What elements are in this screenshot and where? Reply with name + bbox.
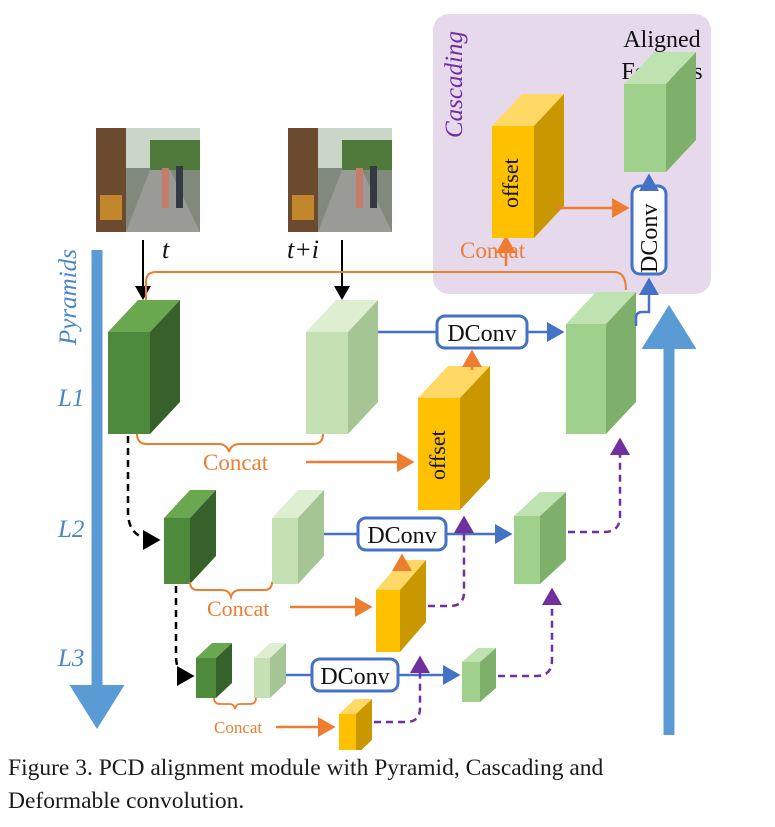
dconv-l1-label: DConv bbox=[447, 321, 516, 347]
cascading-concat-line bbox=[145, 271, 627, 300]
feature-l2-aligned bbox=[514, 492, 566, 584]
offset-l3 bbox=[339, 699, 372, 750]
time-t-plus-i-label: t+i bbox=[287, 235, 319, 264]
level-l2-label: L2 bbox=[57, 516, 84, 543]
concat-l1-brace bbox=[136, 433, 324, 453]
figure-caption-line1: Figure 3. PCD alignment module with Pyra… bbox=[8, 755, 604, 781]
offset-l2 bbox=[376, 560, 426, 652]
upsample-aligned-l3-to-l2 bbox=[498, 587, 562, 678]
upsample-aligned-l2-to-l1 bbox=[568, 437, 630, 534]
frame-image-t bbox=[96, 128, 200, 232]
offset-l1: offset bbox=[418, 366, 490, 510]
concat-l3-label: Concat bbox=[214, 718, 262, 737]
concat-l1-label: Concat bbox=[203, 450, 269, 475]
time-t-label: t bbox=[162, 235, 170, 264]
feature-l3-aligned bbox=[462, 648, 496, 702]
figure-caption: Figure 3. PCD alignment module with Pyra… bbox=[8, 752, 770, 818]
aligned-features-block bbox=[624, 52, 696, 172]
figure-caption-line2: Deformable convolution. bbox=[8, 788, 245, 814]
downsample-l1-to-l2 bbox=[126, 436, 161, 550]
downsample-l2-to-l3 bbox=[174, 586, 195, 686]
concat-l2-label: Concat bbox=[207, 596, 269, 621]
feature-l1-reference bbox=[108, 300, 180, 434]
feature-l3-neighbor bbox=[254, 643, 286, 698]
pyramids-label: Pyramids bbox=[55, 249, 82, 346]
level-l1-label: L1 bbox=[57, 385, 84, 412]
offset-cascading-label: offset bbox=[498, 158, 523, 208]
dconv-l2-label: DConv bbox=[367, 523, 436, 549]
aligned-features-label-line1: Aligned bbox=[623, 27, 700, 53]
feature-l1-neighbor bbox=[306, 300, 378, 434]
dconv-cascading-label: DConv bbox=[637, 204, 663, 273]
dconv-l3-label: DConv bbox=[320, 664, 389, 690]
level-l3-label: L3 bbox=[57, 645, 84, 672]
cascading-concat-label: Concat bbox=[460, 238, 526, 263]
flow-aligned-to-cascading-dconv bbox=[634, 277, 659, 326]
feature-l3-reference bbox=[196, 643, 232, 698]
feature-l1-aligned bbox=[566, 292, 636, 434]
feature-l2-reference bbox=[164, 490, 216, 584]
feature-l2-neighbor bbox=[272, 490, 324, 584]
frame-image-t-plus-i bbox=[288, 128, 392, 232]
concat-l3-brace bbox=[213, 697, 257, 710]
concat-l2-brace bbox=[189, 581, 273, 601]
upsample-offset-l3-to-l2 bbox=[374, 655, 430, 724]
cascading-label: Cascading bbox=[441, 31, 468, 138]
offset-cascading: offset bbox=[492, 94, 564, 238]
offset-l1-label: offset bbox=[425, 430, 450, 480]
pcd-alignment-diagram: Cascading Aligned Features Pyramids L1 L… bbox=[55, 14, 711, 750]
